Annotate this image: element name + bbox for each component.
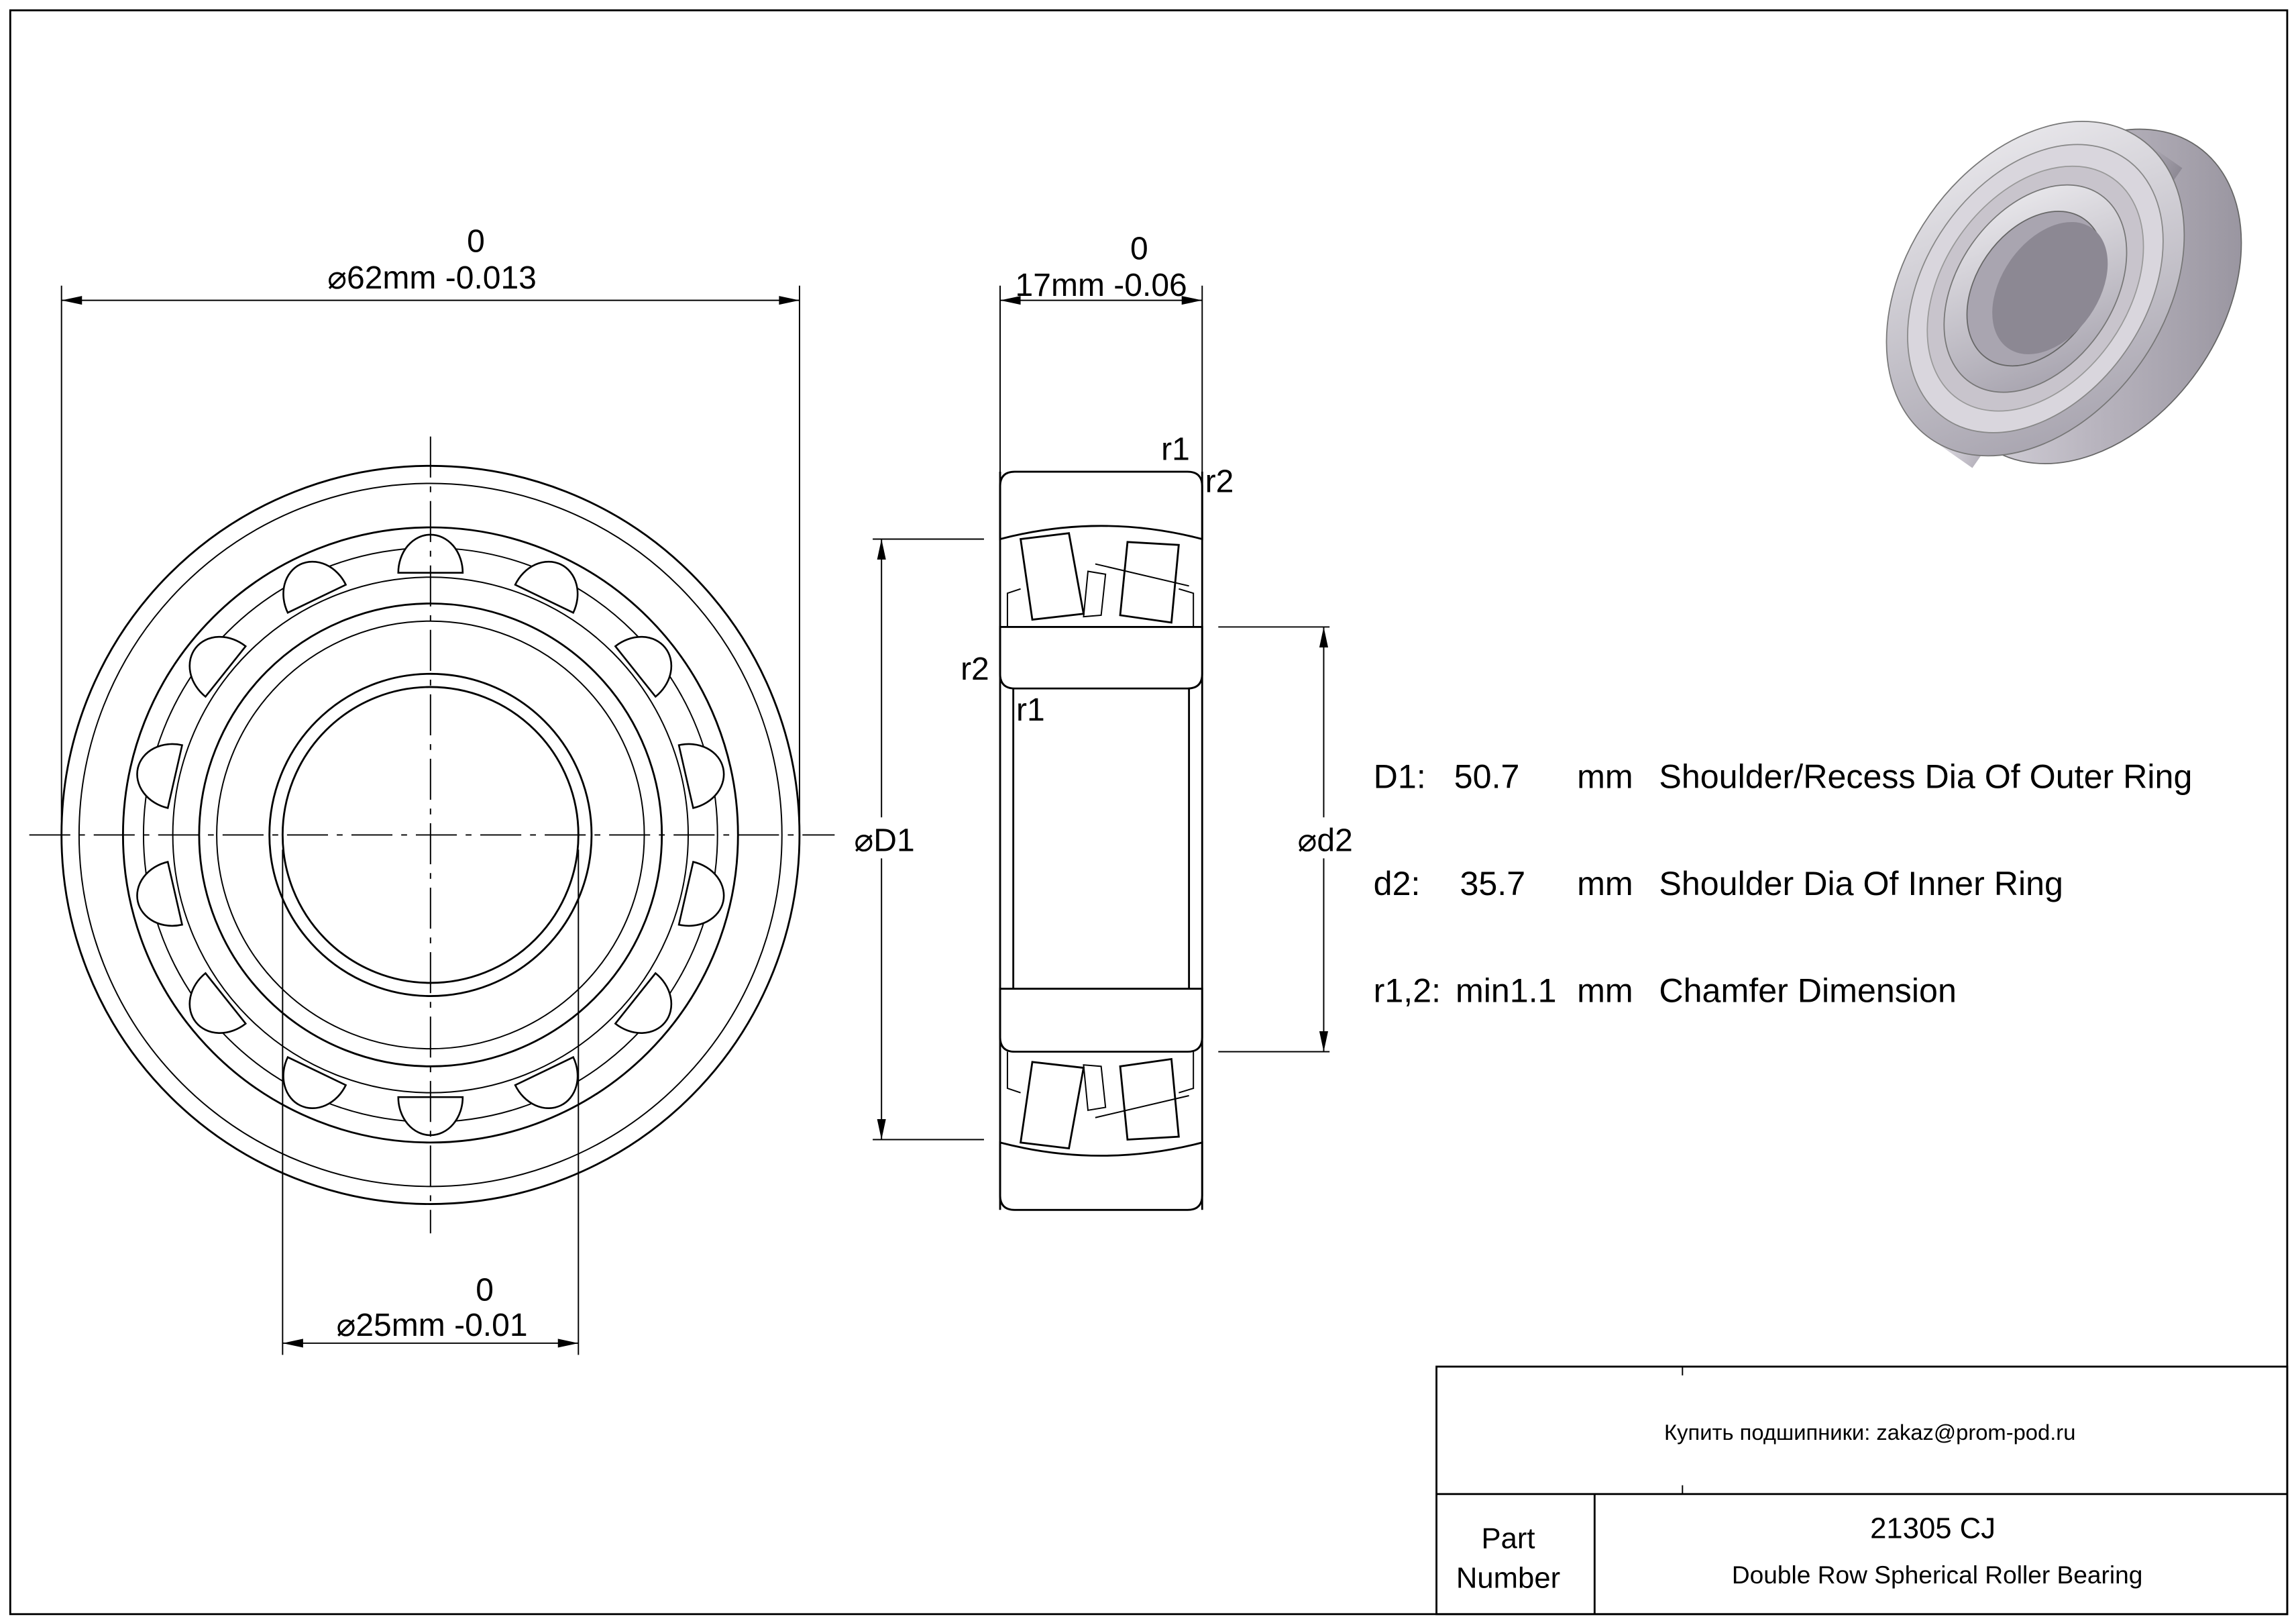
spec-desc: Shoulder/Recess Dia Of Outer Ring: [1659, 758, 2192, 796]
bearing-3d-render: [1885, 121, 2242, 468]
spec-value: 50.7: [1454, 758, 1520, 796]
d1-dimension: ⌀D1: [846, 538, 984, 1141]
spec-value: min1.1: [1456, 972, 1557, 1009]
d2-label: ⌀d2: [1297, 823, 1352, 858]
section-view: r1 r2 r2 r1: [961, 432, 1234, 1211]
title-block: Купить подшипники: zakaz@prom-pod.ru Par…: [1435, 1365, 2289, 1616]
roller: [188, 972, 248, 1034]
roller: [614, 972, 673, 1034]
bore-label: ⌀25mm -0.01: [336, 1308, 527, 1343]
spec-unit: mm: [1577, 865, 1633, 902]
spec-list: D1: 50.7 mm Shoulder/Recess Dia Of Outer…: [1374, 758, 2193, 1010]
spec-key: D1:: [1374, 758, 1426, 796]
od-label: ⌀62mm -0.013: [327, 260, 537, 296]
chamfer-r2-top: r2: [1205, 464, 1234, 500]
roller: [188, 635, 248, 698]
spec-unit: mm: [1577, 758, 1633, 796]
od-upper-tolerance: 0: [467, 224, 485, 260]
width-dimension: 0 17mm -0.06: [999, 231, 1203, 472]
front-view: [29, 436, 835, 1234]
d2-dimension: ⌀d2: [1218, 626, 1365, 1053]
width-label: 17mm -0.06: [1016, 268, 1187, 303]
chamfer-r1-top: r1: [1161, 432, 1190, 468]
roller: [677, 743, 725, 809]
spec-unit: mm: [1577, 972, 1633, 1009]
spec-key: d2:: [1374, 865, 1421, 902]
spec-key: r1,2:: [1374, 972, 1441, 1009]
d1-label: ⌀D1: [854, 823, 914, 858]
roller: [677, 860, 725, 927]
chamfer-r2-left: r2: [961, 651, 989, 687]
spec-desc: Shoulder Dia Of Inner Ring: [1659, 865, 2063, 902]
spec-desc: Chamfer Dimension: [1659, 972, 1956, 1009]
roller: [514, 560, 579, 614]
part-description: Double Row Spherical Roller Bearing: [1732, 1561, 2143, 1589]
roller: [282, 1055, 347, 1110]
spec-value: 35.7: [1460, 865, 1525, 902]
roller: [514, 1055, 579, 1110]
part-label-2: Number: [1456, 1562, 1560, 1595]
roller: [136, 860, 184, 927]
roller: [614, 635, 673, 698]
spec-row-d1: D1: 50.7 mm Shoulder/Recess Dia Of Outer…: [1374, 758, 2193, 796]
chamfer-r1-bottom: r1: [1016, 692, 1045, 728]
bore-upper-tolerance: 0: [476, 1273, 494, 1308]
width-upper-tolerance: 0: [1130, 231, 1148, 266]
roller: [136, 743, 184, 809]
outer-diameter-dimension: 0 ⌀62mm -0.013: [60, 224, 800, 821]
bore-diameter-dimension: 0 ⌀25mm -0.01: [282, 849, 580, 1355]
spec-row-chamfer: r1,2: min1.1 mm Chamfer Dimension: [1374, 972, 1957, 1009]
drawing-border: [9, 9, 2289, 1616]
part-number: 21305 CJ: [1870, 1512, 1996, 1545]
roller: [282, 560, 347, 614]
contact-text: Купить подшипники: zakaz@prom-pod.ru: [1664, 1420, 2075, 1445]
spec-row-d2: d2: 35.7 mm Shoulder Dia Of Inner Ring: [1374, 865, 2063, 902]
part-label-1: Part: [1481, 1522, 1535, 1555]
